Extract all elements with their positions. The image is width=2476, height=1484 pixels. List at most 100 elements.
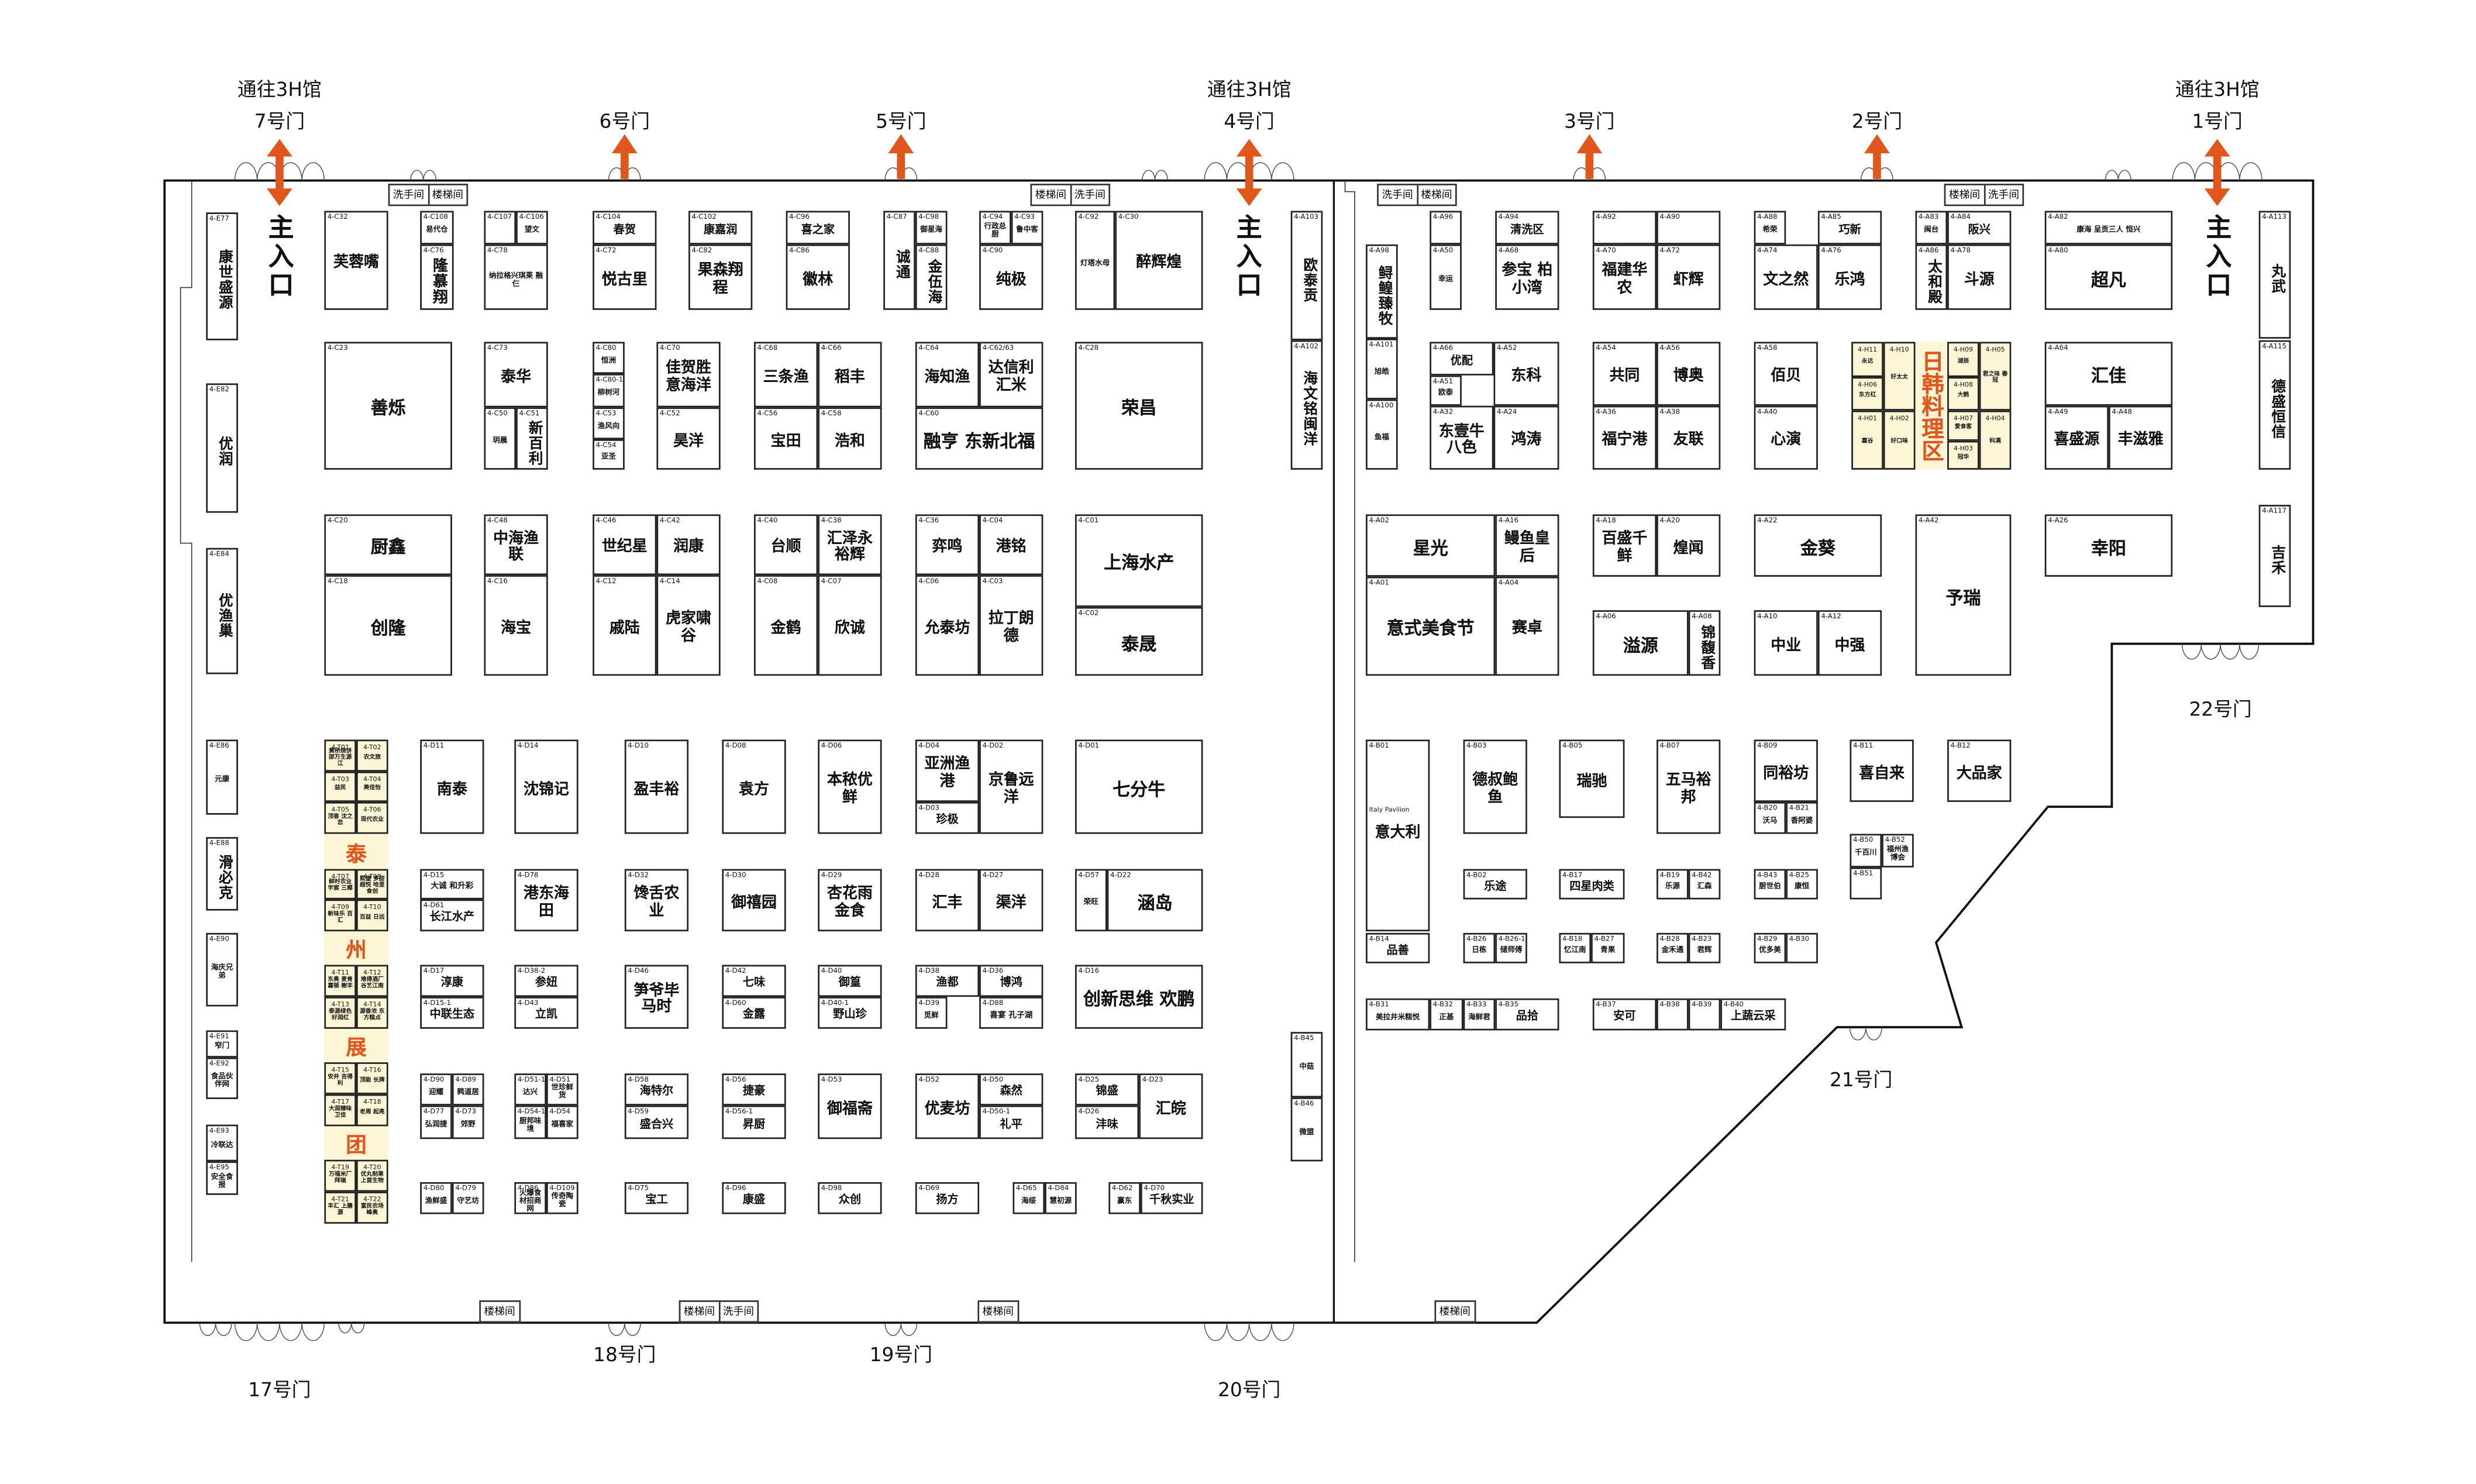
- facility-restroom-stairs: 洗手间楼梯间: [388, 184, 469, 206]
- booth-exhibitor-name: 优麦坊: [924, 1100, 970, 1118]
- booth-code: 4-D46: [628, 967, 649, 976]
- booth-exhibitor-name: 三条渔: [763, 368, 809, 386]
- booth-exhibitor-name: 荣旺: [1083, 900, 1098, 908]
- booth-4-b32: 4-B32 正基: [1430, 998, 1463, 1031]
- door-icon: [215, 1323, 232, 1336]
- booth-code: 4-T18: [363, 1096, 381, 1105]
- booth-code: 4-D29: [821, 871, 842, 880]
- booth-exhibitor-name: 郊野: [460, 1121, 476, 1130]
- stairs-label: 楼梯间: [1421, 188, 1452, 202]
- booth-code: 4-B18: [1562, 935, 1583, 944]
- booth-code: 4-T01: [331, 742, 349, 750]
- booth-exhibitor-name: 汇丰: [932, 894, 963, 912]
- booth-code: 4-T04: [363, 774, 381, 782]
- booth-code: 4-D30: [725, 871, 746, 880]
- booth-exhibitor-name: 虾辉: [1673, 270, 1704, 289]
- booth-exhibitor-name: 嘉谷: [1861, 438, 1874, 445]
- booth-code: 4-A48: [2112, 408, 2132, 416]
- booth-exhibitor-name: 君之味 春冠: [1982, 371, 2008, 384]
- booth-code: 4-C94: [982, 213, 1003, 222]
- booth-code: 4-D36: [982, 967, 1004, 976]
- booth-exhibitor-name: 储师傅: [1500, 948, 1523, 956]
- booth-exhibitor-name: 涵岛: [1137, 892, 1173, 914]
- stairs-label: 楼梯间: [1032, 185, 1072, 205]
- booth-exhibitor-name: 正基: [1439, 1014, 1454, 1022]
- booth-exhibitor-name: 丸武: [2268, 263, 2285, 294]
- booth-code: 4-D26: [1078, 1107, 1100, 1116]
- booth-exhibitor-name: 世珍鲜货: [551, 1084, 574, 1101]
- booth-exhibitor-name: 湖辰: [1957, 357, 1969, 364]
- door-icon: [410, 170, 424, 181]
- booth-code: 4-T17: [331, 1096, 349, 1105]
- booth-exhibitor-name: 黄桥烧饼 邵万生源江: [329, 747, 352, 767]
- booth-exhibitor-name: 东方红: [1858, 391, 1876, 398]
- booth-code: 4-B26: [1466, 935, 1487, 944]
- exit-arrow-icon: [1873, 150, 1881, 179]
- booth-exhibitor-name: 源香浓 东方糕点: [359, 1007, 385, 1021]
- booth-exhibitor-name: 斗源: [1964, 270, 1995, 289]
- arrow-up-icon: [1864, 134, 1890, 154]
- door-icon: [1865, 1027, 1882, 1041]
- booth-exhibitor-name: 鱼福: [1374, 434, 1389, 442]
- booth-exhibitor-name: 慧初源: [1049, 1197, 1072, 1206]
- booth-exhibitor-name: 恒洲: [601, 357, 617, 366]
- booth-exhibitor-name: 大鹤: [1957, 391, 1969, 398]
- booth-code: 4-B17: [1562, 871, 1583, 880]
- booth-exhibitor-name: 巧新: [1838, 223, 1861, 236]
- booth-code: 4-C80-1: [595, 376, 624, 384]
- booth-code: 4-A18: [1596, 517, 1616, 525]
- booth-code: 4-T08: [363, 871, 381, 880]
- booth-code: 4-B21: [1789, 804, 1809, 812]
- gate-3: 3号门: [1564, 110, 1615, 133]
- booth-code: 4-B37: [1596, 1000, 1616, 1009]
- booth-exhibitor-name: 七味: [742, 976, 766, 990]
- booth-exhibitor-name: 好太太: [1890, 374, 1908, 381]
- booth-code: 4-C66: [821, 344, 842, 353]
- booth-code: 4-D10: [628, 742, 649, 750]
- booth-code: 4-A54: [1596, 344, 1616, 353]
- arrow-up-icon: [267, 139, 292, 157]
- booth-exhibitor-name: 永达: [1861, 357, 1874, 364]
- booth-exhibitor-name: 拉丁朗德: [988, 611, 1034, 645]
- gate-17: 17号门: [248, 1378, 311, 1402]
- double-arrow-icon: [2213, 153, 2222, 192]
- booth-exhibitor-name: 难得酒厂 谷艺江南: [360, 976, 384, 989]
- booth-exhibitor-name: 宝工: [645, 1194, 668, 1207]
- booth-code: 4-C56: [757, 409, 778, 418]
- booth-code: 4-A51: [1432, 377, 1454, 386]
- door-icon: [199, 1323, 216, 1336]
- booth-code: 4-A64: [2048, 344, 2068, 353]
- booth-code: 4-B32: [1432, 1000, 1453, 1009]
- booth-code: 4-B31: [1369, 1000, 1389, 1009]
- booth-exhibitor-name: 港铭: [996, 538, 1027, 556]
